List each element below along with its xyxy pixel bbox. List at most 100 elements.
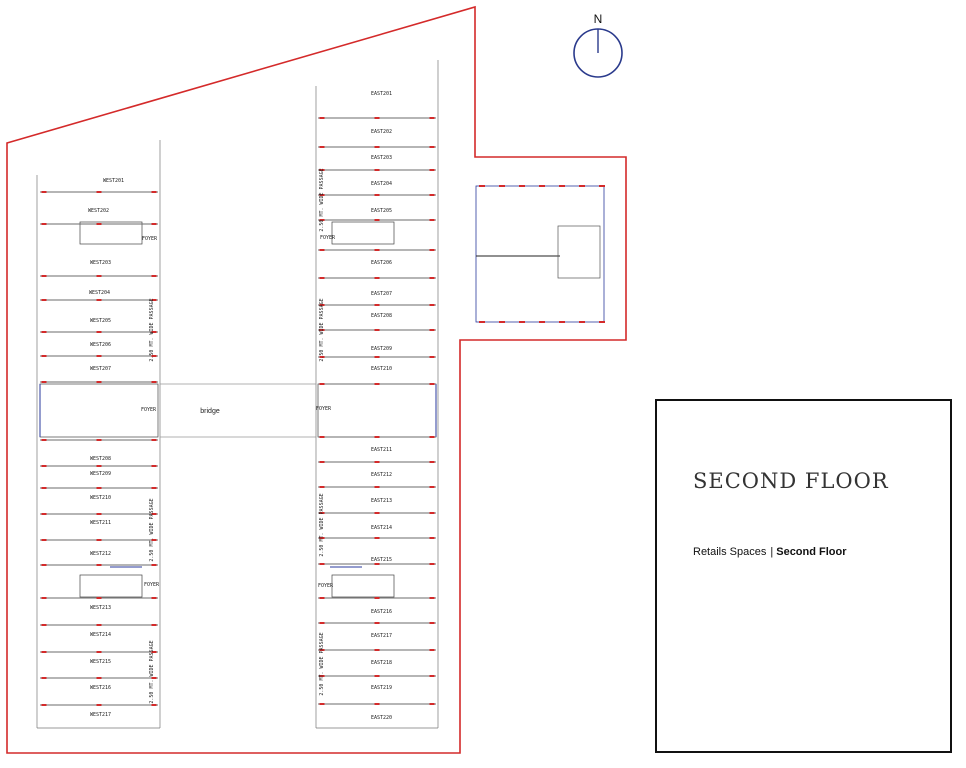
column-mark — [429, 169, 435, 171]
column-mark — [41, 564, 47, 566]
east-unit-label: EAST201 — [371, 91, 392, 97]
column-mark — [151, 439, 157, 441]
column-mark — [429, 277, 435, 279]
column-mark — [429, 675, 435, 677]
column-mark — [374, 486, 380, 488]
bridge-walkway — [160, 383, 316, 438]
column-mark — [151, 223, 157, 225]
column-mark — [319, 649, 325, 651]
east-unit-label: EAST216 — [371, 609, 392, 615]
west-unit-label: WEST201 — [103, 178, 124, 184]
column-mark — [374, 675, 380, 677]
column-mark — [151, 487, 157, 489]
subtitle-prefix: Retails Spaces — [693, 546, 767, 558]
foyer-label: FOYER — [141, 407, 157, 413]
column-mark — [319, 675, 325, 677]
east-unit-label: EAST202 — [371, 129, 392, 135]
column-mark — [429, 219, 435, 221]
annex-partition-marks — [479, 185, 605, 323]
column-mark — [151, 381, 157, 383]
column-mark — [41, 539, 47, 541]
east-unit-label: EAST207 — [371, 291, 392, 297]
column-mark — [96, 564, 102, 566]
column-mark — [319, 249, 325, 251]
east-unit-label: EAST204 — [371, 181, 392, 187]
column-mark — [319, 512, 325, 514]
column-mark — [151, 539, 157, 541]
passage-label: 2.50 MT. WIDE PASSAGE — [149, 298, 155, 361]
column-mark — [429, 304, 435, 306]
column-mark — [319, 461, 325, 463]
column-mark — [151, 465, 157, 467]
west-unit-label: WEST213 — [90, 605, 111, 611]
foyer-label: FOYER — [142, 236, 158, 242]
annex-column-mark — [539, 321, 545, 323]
foyer-label: FOYER — [318, 583, 334, 589]
passage-label: 2.50 MT. WIDE PASSAGE — [149, 498, 155, 561]
column-mark — [429, 622, 435, 624]
column-mark — [374, 249, 380, 251]
passage-label: 2.50 MT. WIDE PASSAGE — [149, 640, 155, 703]
west-unit-label: WEST203 — [90, 260, 111, 266]
column-mark — [41, 299, 47, 301]
column-mark — [41, 331, 47, 333]
east-unit-label: EAST208 — [371, 313, 392, 319]
column-mark — [319, 703, 325, 705]
column-mark — [41, 439, 47, 441]
west-unit-label: WEST208 — [90, 456, 111, 462]
column-mark — [429, 146, 435, 148]
column-mark — [374, 436, 380, 438]
annex-column-mark — [499, 185, 505, 187]
east-unit-label: EAST210 — [371, 366, 392, 372]
east-unit-label: EAST211 — [371, 447, 392, 453]
column-mark — [96, 487, 102, 489]
column-mark — [151, 331, 157, 333]
passage-label: 2.50 MT. WIDE PASSAGE — [319, 298, 325, 361]
column-mark — [96, 299, 102, 301]
east-unit-label: EAST213 — [371, 498, 392, 504]
column-mark — [319, 169, 325, 171]
east-block — [315, 60, 439, 729]
column-mark — [429, 356, 435, 358]
column-mark — [374, 563, 380, 565]
column-mark — [374, 649, 380, 651]
site-boundary — [6, 5, 627, 754]
foyer-label: FOYER — [316, 406, 332, 412]
column-mark — [96, 223, 102, 225]
annex-block — [475, 185, 605, 323]
column-mark — [374, 169, 380, 171]
subtitle-separator: | — [770, 546, 774, 558]
column-mark — [429, 383, 435, 385]
column-mark — [319, 277, 325, 279]
west-unit-label: WEST215 — [90, 659, 111, 665]
column-mark — [41, 465, 47, 467]
column-mark — [151, 564, 157, 566]
column-mark — [429, 117, 435, 119]
west-unit-label: WEST211 — [90, 520, 111, 526]
column-mark — [374, 622, 380, 624]
column-mark — [319, 383, 325, 385]
column-mark — [319, 597, 325, 599]
column-mark — [429, 563, 435, 565]
column-mark — [429, 329, 435, 331]
west-unit-label: WEST207 — [90, 366, 111, 372]
column-mark — [429, 597, 435, 599]
annex-column-mark — [499, 321, 505, 323]
east-unit-label: EAST218 — [371, 660, 392, 666]
column-mark — [429, 249, 435, 251]
column-mark — [319, 356, 325, 358]
column-mark — [96, 597, 102, 599]
column-mark — [41, 223, 47, 225]
column-mark — [41, 597, 47, 599]
column-mark — [429, 537, 435, 539]
east-unit-label: EAST203 — [371, 155, 392, 161]
column-mark — [96, 677, 102, 679]
column-mark — [96, 381, 102, 383]
column-mark — [96, 539, 102, 541]
column-mark — [96, 439, 102, 441]
north-compass-icon: N — [573, 12, 623, 78]
annex-column-mark — [519, 185, 525, 187]
column-mark — [41, 381, 47, 383]
column-mark — [41, 487, 47, 489]
column-mark — [41, 651, 47, 653]
